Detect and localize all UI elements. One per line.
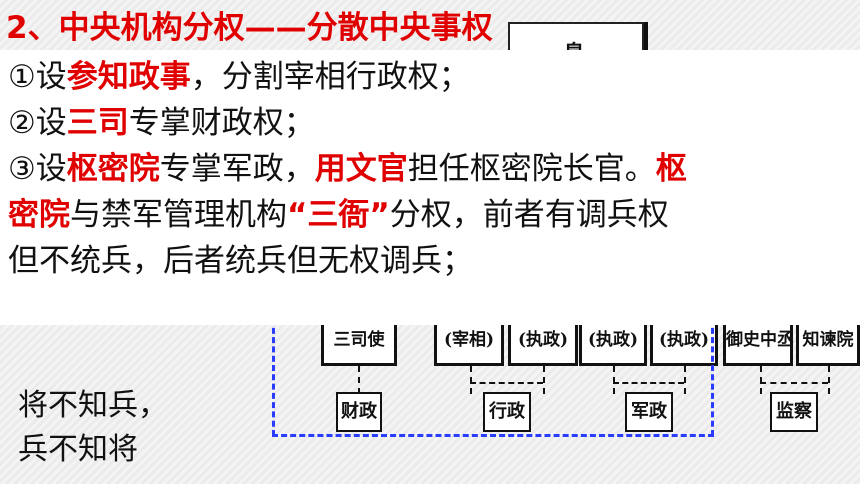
slide-title: 2、中央机构分权——分散中央事权 <box>6 10 493 46</box>
function-junzheng: 军政 <box>625 392 673 432</box>
text-line-3-highlight-2: 用文官 <box>314 151 408 187</box>
text-line-3: ③设枢密院专掌军政，用文官担任枢密院长官。枢 <box>8 146 860 192</box>
org-box-label: 三司使 <box>333 330 385 350</box>
text-line-1-suffix: ，分割宰相行政权； <box>190 59 470 95</box>
text-line-1-highlight: 参知政事 <box>66 59 191 95</box>
connector <box>828 366 830 394</box>
function-xingzheng: 行政 <box>483 392 531 432</box>
connector <box>543 366 545 394</box>
blue-bracket-bottom <box>272 434 714 437</box>
text-line-4-highlight-2: “三衙” <box>287 197 390 233</box>
text-line-2-suffix: 专掌财政权； <box>128 105 315 141</box>
connector <box>760 382 828 384</box>
text-line-1: ①设参知政事，分割宰相行政权； <box>8 54 860 100</box>
text-line-1-prefix: ①设 <box>8 59 67 95</box>
text-line-3-highlight-1: 枢密院 <box>66 151 160 187</box>
side-note-line-2: 兵不知将 <box>18 432 138 467</box>
text-line-2-prefix: ②设 <box>8 105 67 141</box>
text-line-4-mid: 与禁军管理机构 <box>70 197 287 233</box>
connector <box>613 366 615 394</box>
text-line-2-highlight: 三司 <box>66 105 129 141</box>
connector <box>358 366 360 394</box>
text-line-4-highlight-1: 密院 <box>8 197 70 233</box>
org-box-label: (宰相) <box>443 330 495 350</box>
text-line-3-tail: 担任枢密院长官。 <box>407 151 656 187</box>
blue-bracket-left <box>272 300 275 436</box>
text-line-5: 但不统兵，后者统兵但无权调兵； <box>8 243 473 279</box>
content-textbox: ①设参知政事，分割宰相行政权； ②设三司专掌财政权； ③设枢密院专掌军政，用文官… <box>0 50 860 325</box>
org-box-label: 御史中丞 <box>726 330 794 350</box>
function-jiancha: 监察 <box>770 392 818 432</box>
connector <box>470 382 543 384</box>
blue-bracket-right <box>711 300 714 436</box>
org-box-label: (执政) <box>587 330 639 350</box>
connector <box>470 366 472 394</box>
org-box-label: (执政) <box>517 330 569 350</box>
connector <box>684 366 686 394</box>
text-line-2: ②设三司专掌财政权； <box>8 100 860 146</box>
connector <box>613 382 684 384</box>
side-note-line-1: 将不知兵， <box>18 388 168 423</box>
org-box-label: 知谏院 <box>802 330 854 350</box>
connector <box>760 366 762 394</box>
text-line-4: 密院与禁军管理机构“三衙”分权，前者有调兵权 <box>8 192 860 238</box>
text-line-4-suffix: 分权，前者有调兵权 <box>389 197 669 233</box>
text-line-3-mid: 专掌军政， <box>159 151 315 187</box>
org-box-label: (执政) <box>658 330 710 350</box>
function-caizheng: 财政 <box>336 392 382 432</box>
text-line-3-highlight-3: 枢 <box>655 151 687 187</box>
text-line-3-prefix: ③设 <box>8 151 67 187</box>
emperor-box-edge <box>644 22 648 62</box>
side-note: 将不知兵， 兵不知将 <box>18 384 168 472</box>
